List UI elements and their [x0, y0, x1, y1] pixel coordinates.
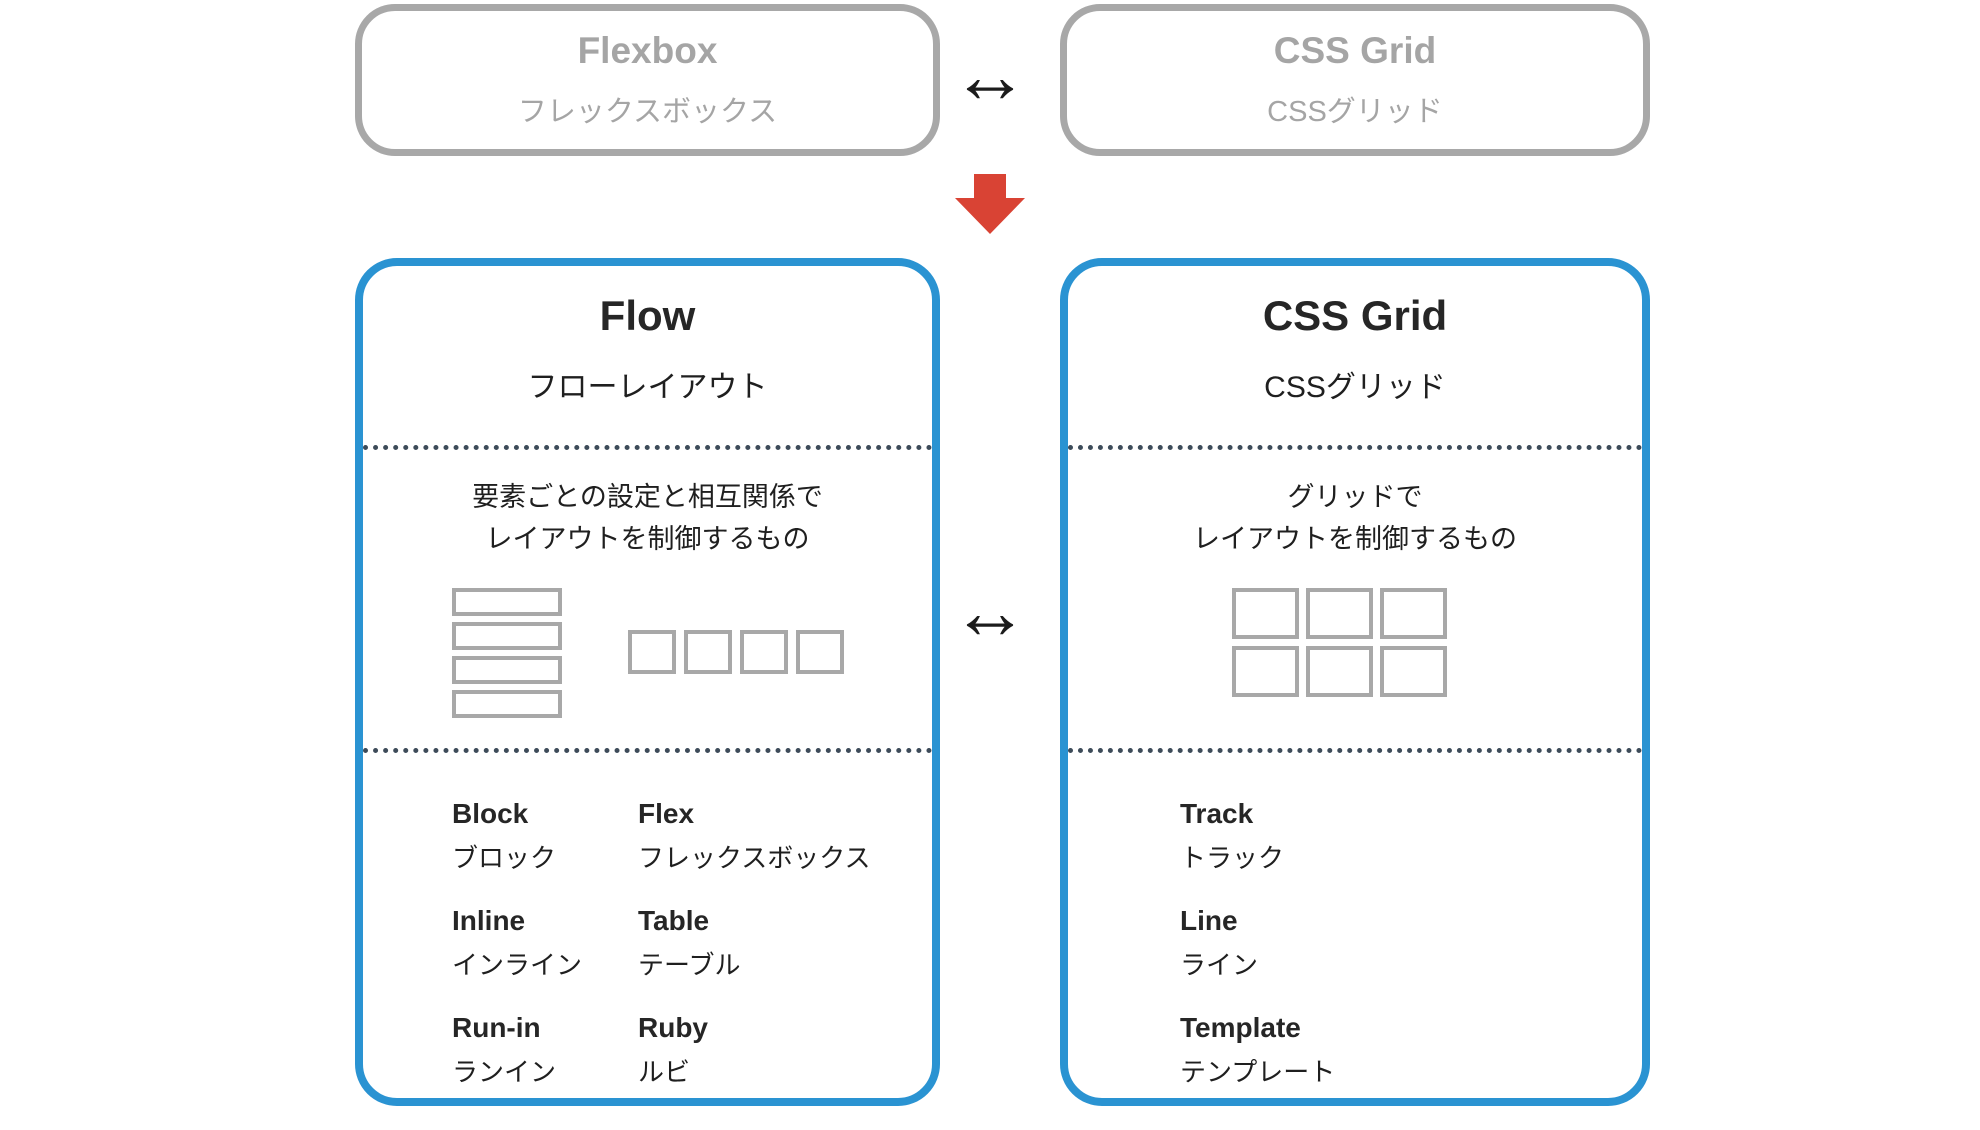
- block-rect: [452, 622, 562, 650]
- cssgrid-terms-list: Track トラック Line ライン Template テンプレート: [1180, 798, 1335, 1089]
- term-en: Ruby: [638, 1012, 708, 1043]
- flow-terms-list: Block ブロック Flex フレックスボックス Inline インライン T…: [452, 798, 870, 1089]
- term-item-block: Block ブロック: [452, 798, 638, 875]
- flexbox-pill-title: Flexbox: [577, 30, 718, 71]
- term-item-flex: Flex フレックスボックス: [638, 798, 870, 875]
- flexbox-pill: Flexbox フレックスボックス: [355, 4, 940, 156]
- dotted-divider: [1068, 445, 1642, 450]
- grid-cell: [1232, 588, 1299, 639]
- grid-cell: [1306, 646, 1373, 697]
- term-en: Run-in: [452, 1012, 541, 1043]
- term-en: Flex: [638, 798, 695, 829]
- term-en: Block: [452, 798, 529, 829]
- flow-card: Flow フローレイアウト 要素ごとの設定と相互関係で レイアウトを制御するもの…: [355, 258, 940, 1106]
- term-en: Table: [638, 905, 710, 936]
- grid-3x2-icon: [1232, 588, 1447, 697]
- grid-cell: [1380, 588, 1447, 639]
- grid-cell: [1232, 646, 1299, 697]
- term-ja: テーブル: [638, 950, 741, 980]
- left-right-arrow-icon: ↔: [951, 567, 1029, 655]
- cssgrid-description-line1: グリッドで: [1287, 482, 1423, 512]
- term-ja: インライン: [452, 950, 583, 980]
- block-rect: [452, 690, 562, 718]
- flow-description-line2: レイアウトを制御するもの: [485, 524, 810, 554]
- term-en: Inline: [452, 905, 526, 936]
- dotted-divider: [363, 445, 932, 450]
- term-ja: ランイン: [452, 1057, 557, 1087]
- term-ja: ブロック: [452, 843, 557, 873]
- term-item-line: Line ライン: [1180, 905, 1335, 982]
- term-item-inline: Inline インライン: [452, 905, 638, 982]
- left-right-arrow-icon: ↔: [951, 31, 1029, 119]
- term-item-template: Template テンプレート: [1180, 1012, 1335, 1089]
- cssgrid-card-subtitle: CSSグリッド: [1264, 371, 1446, 404]
- term-en: Track: [1180, 798, 1254, 829]
- flow-card-title: Flow: [599, 292, 696, 339]
- cssgrid-description-line2: レイアウトを制御するもの: [1193, 524, 1517, 554]
- dotted-divider: [1068, 748, 1642, 753]
- cssgrid-pill-title: CSS Grid: [1273, 30, 1437, 71]
- cssgrid-pill-subtitle: CSSグリッド: [1267, 96, 1443, 128]
- term-ja: ルビ: [638, 1057, 691, 1087]
- term-ja: フレックスボックス: [638, 843, 871, 873]
- inline-square: [684, 630, 732, 674]
- term-item-run-in: Run-in ランイン: [452, 1012, 638, 1089]
- term-en: Template: [1180, 1012, 1301, 1043]
- term-ja: テンプレート: [1180, 1057, 1336, 1087]
- block-rect: [452, 656, 562, 684]
- inline-square: [628, 630, 676, 674]
- term-item-table: Table テーブル: [638, 905, 870, 982]
- term-ja: トラック: [1180, 843, 1285, 873]
- flow-card-description: 要素ごとの設定と相互関係で レイアウトを制御するもの: [363, 476, 932, 560]
- block-rect: [452, 588, 562, 616]
- cssgrid-card-description: グリッドで レイアウトを制御するもの: [1068, 476, 1642, 560]
- grid-cell: [1306, 588, 1373, 639]
- flow-description-line1: 要素ごとの設定と相互関係で: [472, 482, 823, 512]
- grid-cell: [1380, 646, 1447, 697]
- red-down-arrow-icon: [955, 174, 1025, 234]
- flow-card-subtitle: フローレイアウト: [527, 371, 768, 404]
- inline-square: [796, 630, 844, 674]
- flexbox-pill-subtitle: フレックスボックス: [517, 96, 778, 128]
- inline-square: [740, 630, 788, 674]
- cssgrid-card: CSS Grid CSSグリッド グリッドで レイアウトを制御するもの Trac…: [1060, 258, 1650, 1106]
- cssgrid-card-title: CSS Grid: [1262, 292, 1448, 339]
- stacked-rows-icon: [452, 588, 562, 718]
- term-item-ruby: Ruby ルビ: [638, 1012, 870, 1089]
- cssgrid-pill: CSS Grid CSSグリッド: [1060, 4, 1650, 156]
- term-ja: ライン: [1180, 950, 1259, 980]
- term-en: Line: [1180, 905, 1238, 936]
- dotted-divider: [363, 748, 932, 753]
- inline-squares-icon: [628, 630, 844, 674]
- term-item-track: Track トラック: [1180, 798, 1335, 875]
